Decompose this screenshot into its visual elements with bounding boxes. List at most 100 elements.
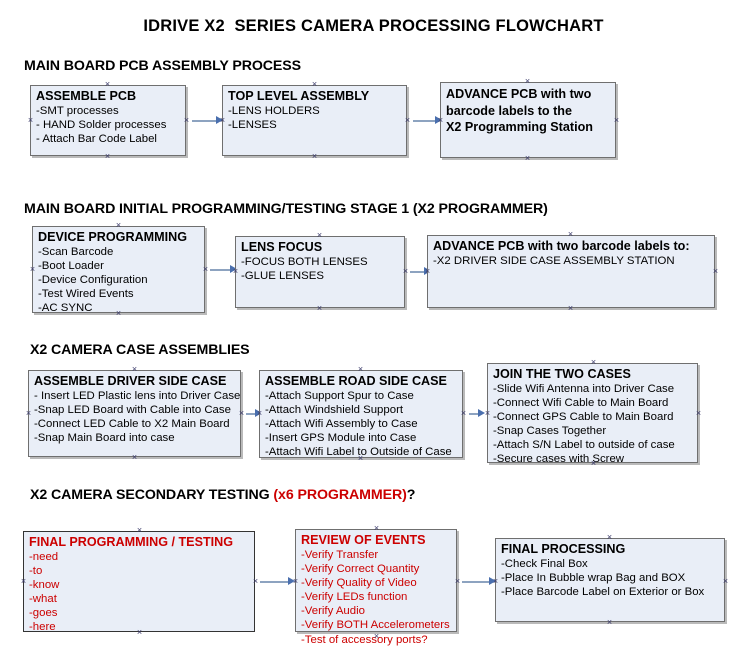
resize-handle-top[interactable] [136,527,143,534]
resize-handle-left[interactable] [29,266,36,273]
flow-box-line: -Slide Wifi Antenna into Driver Case [493,383,675,395]
flow-box-assemble-road-side-case[interactable]: ASSEMBLE ROAD SIDE CASE -Attach Support … [259,370,463,458]
flow-box-line: -Scan Barcode [38,246,114,258]
resize-handle-left[interactable] [25,410,32,417]
resize-handle-left[interactable] [256,410,263,417]
resize-handle-right[interactable] [460,410,467,417]
section-heading-accent: (x6 PROGRAMMER) [273,487,407,503]
resize-handle-right[interactable] [202,266,209,273]
resize-handle-right[interactable] [404,117,411,124]
resize-handle-top[interactable] [104,81,111,88]
flow-box-device-programming[interactable]: DEVICE PROGRAMMING -Scan Barcode -Boot L… [32,226,205,314]
flow-box-line: -Attach Support Spur to Case [265,390,414,402]
resize-handle-left[interactable] [219,117,226,124]
resize-handle-right[interactable] [238,410,245,417]
resize-handle-top[interactable] [316,232,323,239]
resize-handle-left[interactable] [424,268,431,275]
resize-handle-top[interactable] [524,78,531,85]
flow-box-line: -FOCUS BOTH LENSES [241,256,368,268]
resize-handle-top[interactable] [115,222,122,229]
flow-box-review-of-events[interactable]: REVIEW OF EVENTS -Verify Transfer -Verif… [295,529,457,646]
flow-box-title: ASSEMBLE PCB [36,89,137,103]
flow-box-line: -Attach Wifi Assembly to Case [265,418,418,430]
flow-box-join-the-two-cases[interactable]: JOIN THE TWO CASES -Slide Wifi Antenna i… [487,363,698,465]
flow-box-lens-focus[interactable]: LENS FOCUS -FOCUS BOTH LENSES -GLUE LENS… [235,236,405,308]
flow-box-title: FINAL PROGRAMMING / TESTING [29,535,234,549]
flow-box-line: -Verify BOTH Accelerometers [301,619,450,631]
resize-handle-top[interactable] [590,359,597,366]
connector-device-programming-to-lens-focus [210,269,232,271]
resize-handle-left[interactable] [232,268,239,275]
flow-box-line: -goes [29,607,58,619]
flow-box-line: -Insert GPS Module into Case [265,432,417,444]
resize-handle-left[interactable] [292,578,299,585]
flow-box-assemble-driver-side-case[interactable]: ASSEMBLE DRIVER SIDE CASE - Insert LED P… [28,370,241,457]
resize-handle-bottom[interactable] [316,305,323,312]
flow-box-line: - HAND Solder processes [36,119,167,131]
flow-box-line: ADVANCE PCB with two [446,87,592,101]
flow-box-title: LENS FOCUS [241,240,323,254]
section-heading-main-board-pcb-assembly: MAIN BOARD PCB ASSEMBLY PROCESS [24,58,301,74]
flow-box-advance-pcb-driver-side-station[interactable]: ADVANCE PCB with two barcode labels to: … [427,235,715,308]
resize-handle-right[interactable] [402,268,409,275]
section-heading-text: MAIN BOARD INITIAL PROGRAMMING/TESTING S… [24,201,548,217]
resize-handle-bottom[interactable] [311,153,318,160]
resize-handle-left[interactable] [484,410,491,417]
resize-handle-bottom[interactable] [567,305,574,312]
resize-handle-bottom[interactable] [115,310,122,317]
flow-box-line: -Verify Correct Quantity [301,563,420,575]
resize-handle-top[interactable] [311,81,318,88]
resize-handle-bottom[interactable] [373,633,380,640]
resize-handle-right[interactable] [454,578,461,585]
flow-box-line: -AC SYNC [38,302,93,314]
resize-handle-right[interactable] [252,578,259,585]
flow-box-title: REVIEW OF EVENTS [301,533,426,547]
flow-box-line: -Snap Main Board into case [34,432,175,444]
connector-final-programming-to-review-of-events [260,581,290,583]
flow-box-line: -Verify Audio [301,605,365,617]
section-heading-main-board-initial-programming: MAIN BOARD INITIAL PROGRAMMING/TESTING S… [24,201,548,217]
flow-box-line: -what [29,593,57,605]
resize-handle-left[interactable] [437,117,444,124]
resize-handle-right[interactable] [695,410,702,417]
flow-box-line: -Check Final Box [501,558,588,570]
flow-box-line: -need [29,551,59,563]
resize-handle-top[interactable] [606,534,613,541]
flow-box-line: barcode labels to the [446,103,572,118]
resize-handle-right[interactable] [183,117,190,124]
resize-handle-top[interactable] [357,366,364,373]
resize-handle-bottom[interactable] [590,460,597,467]
flow-box-assemble-pcb[interactable]: ASSEMBLE PCB -SMT processes - HAND Solde… [30,85,186,156]
flow-box-top-level-assembly[interactable]: TOP LEVEL ASSEMBLY -LENS HOLDERS -LENSES [222,85,407,156]
flow-box-title: ASSEMBLE ROAD SIDE CASE [265,374,447,388]
connector-review-of-events-to-final-processing [462,581,490,583]
resize-handle-right[interactable] [613,117,620,124]
resize-handle-bottom[interactable] [606,619,613,626]
resize-handle-left[interactable] [492,578,499,585]
flow-box-line: -Verify LEDs function [301,591,408,603]
flow-box-advance-pcb-programming-station[interactable]: ADVANCE PCB with two barcode labels to t… [440,82,616,158]
flow-box-final-programming-testing[interactable]: FINAL PROGRAMMING / TESTING -need -to -k… [23,531,255,633]
flow-box-title: ASSEMBLE DRIVER SIDE CASE [34,374,227,388]
resize-handle-bottom[interactable] [131,454,138,461]
section-heading-tail: ? [406,487,416,503]
resize-handle-top[interactable] [567,231,574,238]
flow-box-final-processing[interactable]: FINAL PROCESSING -Check Final Box -Place… [495,538,725,622]
flow-box-line: -LENSES [228,119,277,131]
flow-box-line: -Snap Cases Together [493,425,607,437]
resize-handle-bottom[interactable] [136,629,143,636]
resize-handle-right[interactable] [712,268,719,275]
resize-handle-top[interactable] [373,525,380,532]
connector-driver-side-to-road-side [246,413,258,415]
resize-handle-bottom[interactable] [104,153,111,160]
resize-handle-left[interactable] [20,578,27,585]
resize-handle-left[interactable] [27,117,34,124]
resize-handle-bottom[interactable] [524,155,531,162]
section-heading-text: X2 CAMERA SECONDARY TESTING [30,487,274,503]
flow-box-line: -here [29,621,56,633]
resize-handle-bottom[interactable] [357,455,364,462]
resize-handle-top[interactable] [131,366,138,373]
flow-box-line: -to [29,565,43,577]
resize-handle-right[interactable] [722,578,729,585]
